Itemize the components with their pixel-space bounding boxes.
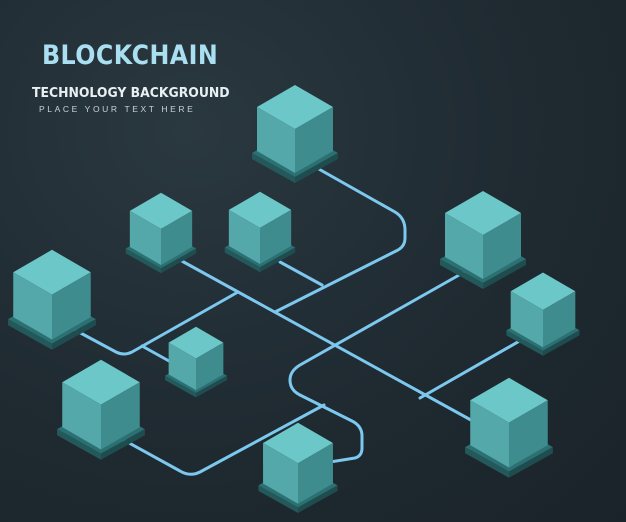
block-cube-10	[258, 422, 338, 513]
banner-title: BLOCKCHAIN	[42, 40, 219, 71]
block-cube-1	[252, 85, 338, 183]
block-cube-8	[57, 359, 145, 460]
chain-link	[73, 290, 240, 356]
chain-links	[73, 166, 532, 476]
block-cube-9	[465, 377, 553, 478]
block-cube-4	[440, 191, 526, 289]
banner-tagline: PLACE YOUR TEXT HERE	[39, 104, 196, 114]
chain-link	[278, 260, 324, 287]
chain-link	[288, 268, 470, 464]
chain-link	[418, 333, 532, 400]
chain-link	[118, 403, 326, 476]
block-cube-7	[165, 326, 227, 398]
block-cube-6	[506, 272, 580, 356]
block-cube-3	[224, 191, 296, 273]
banner-subtitle: TECHNOLOGY BACKGROUND	[32, 85, 230, 101]
block-cube-2	[125, 192, 197, 274]
chain-link	[178, 258, 482, 427]
chain-link	[273, 166, 407, 314]
